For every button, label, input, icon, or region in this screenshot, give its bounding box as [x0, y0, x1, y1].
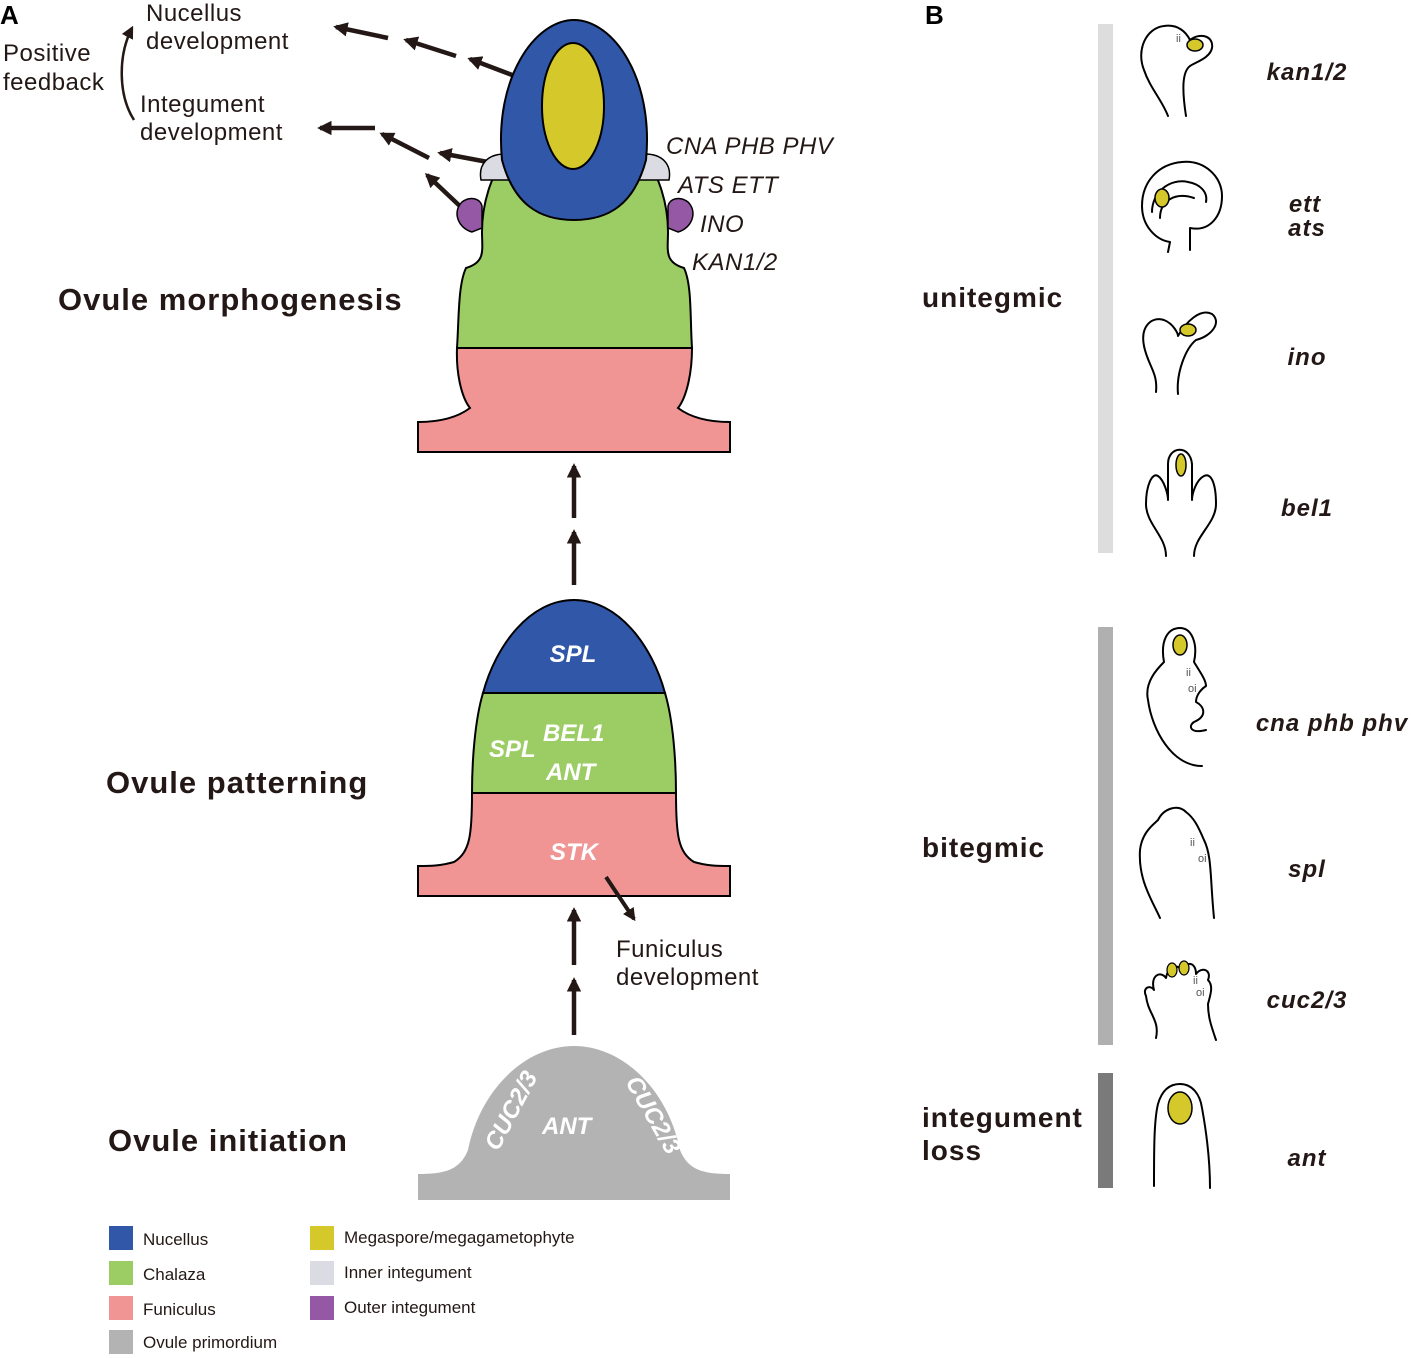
- ovule-sketch-spl: ii oi: [1138, 806, 1215, 919]
- gene-kan: KAN1/2: [692, 249, 778, 276]
- patterning-gene-spl-mid: SPL: [489, 736, 536, 763]
- outer-integument-right: [667, 197, 694, 233]
- nucellus-development-line2: development: [146, 28, 289, 55]
- mutant-bel1: bel1: [1281, 495, 1333, 522]
- funiculus-region: [417, 347, 731, 453]
- legend-swatch-primordium: [109, 1330, 133, 1354]
- patterning-gene-stk: STK: [550, 839, 600, 866]
- integument-development-line2: development: [140, 119, 283, 146]
- ovule-sketch-kan: ii: [1140, 24, 1214, 117]
- mutant-ino: ino: [1288, 344, 1327, 371]
- ovule-sketch-ett-ats: [1141, 160, 1223, 253]
- megaspore: [541, 42, 605, 170]
- spl-oi-label: oi: [1198, 853, 1207, 865]
- legend-label-chalaza: Chalaza: [143, 1265, 206, 1284]
- outer-integument-left: [456, 197, 483, 233]
- mutant-cuc: cuc2/3: [1267, 987, 1348, 1014]
- cna-oi-label: oi: [1188, 683, 1197, 695]
- positive-feedback-line1: Positive: [3, 40, 91, 67]
- group-label-integument-loss-line2: loss: [922, 1135, 982, 1166]
- ovule-sketch-cuc: ii oi: [1144, 960, 1217, 1041]
- mutant-ett: ett: [1289, 191, 1321, 218]
- cuc-ii-label: ii: [1193, 975, 1198, 987]
- morphogenesis-ovule: [417, 18, 731, 453]
- integument-loss-bar: [1098, 1073, 1113, 1188]
- gene-ino: INO: [700, 211, 744, 238]
- patterning-gene-spl-top: SPL: [550, 641, 597, 668]
- integument-arrow: [317, 120, 494, 211]
- patterning-chalaza: [470, 692, 678, 794]
- ovule-sketch-cna-phb-phv: ii oi: [1146, 627, 1207, 767]
- group-label-integument-loss-line1: integument: [922, 1102, 1083, 1133]
- gene-ats-ett: ATS ETT: [676, 172, 780, 199]
- gene-cna-phb-phv: CNA PHB PHV: [666, 133, 835, 160]
- legend-swatch-outer-integument: [310, 1296, 334, 1320]
- patterning-nucellus: [481, 598, 667, 694]
- panel-a-label: A: [0, 0, 19, 30]
- title-morphogenesis: Ovule morphogenesis: [58, 282, 403, 317]
- ovule-sketch-ino: [1142, 311, 1217, 395]
- legend-label-funiculus: Funiculus: [143, 1300, 216, 1319]
- nucellus-arrow: [333, 22, 521, 81]
- positive-feedback-line2: feedback: [3, 69, 105, 96]
- funiculus-development-line2: development: [616, 964, 759, 991]
- group-label-bitegmic: bitegmic: [922, 832, 1045, 863]
- legend-label-primordium: Ovule primordium: [143, 1333, 277, 1352]
- integument-development-line1: Integument: [140, 91, 265, 118]
- spl-ii-label: ii: [1190, 837, 1195, 849]
- group-label-unitegmic: unitegmic: [922, 282, 1063, 313]
- positive-feedback-annotation: Positive feedback: [3, 25, 136, 121]
- funiculus-development-line1: Funiculus: [616, 936, 723, 963]
- patterning-ovule: [417, 598, 731, 897]
- kan-ii-label: ii: [1176, 33, 1181, 45]
- legend: Nucellus Chalaza Funiculus Ovule primord…: [109, 1226, 575, 1354]
- mutant-kan: kan1/2: [1267, 59, 1348, 86]
- legend-label-inner-integument: Inner integument: [344, 1263, 472, 1282]
- funiculus-arrow: [604, 875, 636, 922]
- ovule-sketch-ant: [1153, 1083, 1211, 1189]
- cna-ii-label: ii: [1186, 667, 1191, 679]
- mutant-ant: ant: [1288, 1145, 1327, 1172]
- patterning-funiculus: [417, 792, 731, 897]
- cuc-oi-label: oi: [1196, 987, 1205, 999]
- panel-b-label: B: [925, 0, 944, 30]
- bitegmic-bar: [1098, 627, 1113, 1045]
- title-initiation: Ovule initiation: [108, 1123, 348, 1158]
- nucellus-development-line1: Nucellus: [146, 0, 242, 27]
- ovule-primordium: [418, 1046, 730, 1200]
- legend-swatch-megaspore: [310, 1226, 334, 1250]
- mutant-spl: spl: [1288, 856, 1326, 883]
- feedback-curved-arrow: [120, 25, 136, 121]
- legend-label-nucellus: Nucellus: [143, 1230, 208, 1249]
- initiation-gene-ant: ANT: [541, 1113, 594, 1140]
- ovule-sketch-bel1: [1145, 448, 1217, 557]
- legend-swatch-nucellus: [109, 1226, 133, 1250]
- patterning-gene-ant: ANT: [545, 759, 598, 786]
- legend-label-megaspore: Megaspore/megagametophyte: [344, 1228, 575, 1247]
- legend-swatch-funiculus: [109, 1296, 133, 1320]
- patterning-gene-bel1: BEL1: [543, 720, 604, 747]
- legend-swatch-inner-integument: [310, 1261, 334, 1285]
- title-patterning: Ovule patterning: [106, 765, 368, 800]
- mutant-ats: ats: [1288, 215, 1326, 242]
- legend-swatch-chalaza: [109, 1261, 133, 1285]
- unitegmic-bar: [1098, 24, 1113, 553]
- legend-label-outer-integument: Outer integument: [344, 1298, 476, 1317]
- mutant-cna-phb-phv: cna phb phv: [1256, 710, 1409, 737]
